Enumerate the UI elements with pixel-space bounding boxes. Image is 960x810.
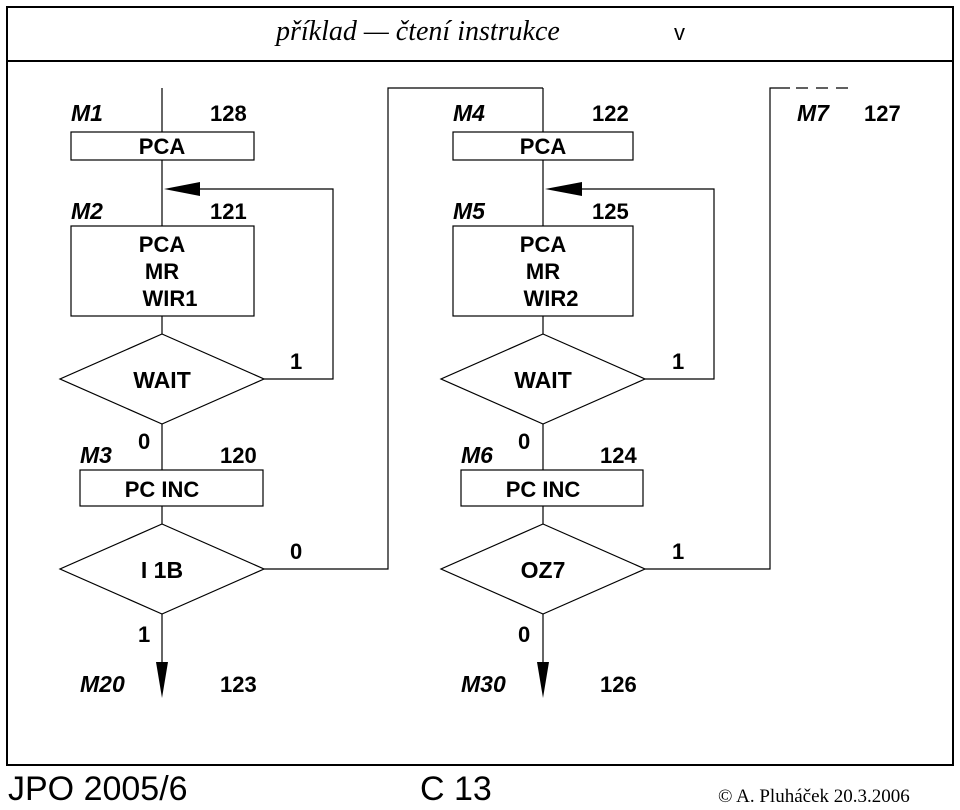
m5-box-line: MR xyxy=(526,259,560,284)
m30-address: 126 xyxy=(600,672,637,697)
footer-slide: C 13 xyxy=(420,770,492,808)
oz7-text: OZ7 xyxy=(521,557,566,583)
m4-address: 122 xyxy=(592,101,629,126)
m4-label: M4 xyxy=(453,100,485,126)
m20-address: 123 xyxy=(220,672,257,697)
m3-box xyxy=(79,469,264,507)
branch-to-m4 xyxy=(264,87,543,570)
m6-label: M6 xyxy=(461,442,493,468)
title-mark: v xyxy=(674,20,685,45)
oz7-branch-down: 0 xyxy=(518,622,530,647)
branch-to-m7 xyxy=(645,87,790,570)
arrowhead-middle-loop xyxy=(545,182,582,196)
wait-branch-left: 1 xyxy=(290,349,302,374)
m6-box xyxy=(460,469,644,507)
m1-address: 128 xyxy=(210,101,247,126)
slide-frame xyxy=(6,6,954,766)
i1b-text: I 1B xyxy=(141,557,183,583)
m2-box-line: MR xyxy=(145,259,179,284)
m1-label: M1 xyxy=(71,100,103,126)
i1b-branch-down: 1 xyxy=(138,622,150,647)
m2-address: 121 xyxy=(210,199,247,224)
m1-box-line: PCA xyxy=(139,134,186,159)
footer-copyright: © A. Pluháček 20.3.2006 xyxy=(718,786,910,807)
arrowhead-down-left xyxy=(156,662,168,698)
wait-loop-left xyxy=(200,188,334,380)
wait-branch-middle: 1 xyxy=(672,349,684,374)
m3-branch-in: 0 xyxy=(138,429,150,454)
m20-label: M20 xyxy=(80,671,125,697)
wait-loop-middle xyxy=(582,188,715,380)
flowchart: M1 128 PCA M2 121 PCA MR WIR1 WAIT 1 0 M… xyxy=(58,87,901,698)
m6-branch-in: 0 xyxy=(518,429,530,454)
arrowhead-down-middle xyxy=(537,662,549,698)
oz7-branch-right: 1 xyxy=(672,539,684,564)
title-bar xyxy=(6,6,954,62)
m5-address: 125 xyxy=(592,199,629,224)
m7-label: M7 xyxy=(797,100,830,126)
m6-box-line: PC INC xyxy=(506,477,581,502)
m2-box-line: PCA xyxy=(139,232,186,257)
m30-label: M30 xyxy=(461,671,506,697)
m5-label: M5 xyxy=(453,198,486,224)
m3-address: 120 xyxy=(220,443,257,468)
m3-label: M3 xyxy=(80,442,112,468)
footer-course: JPO 2005/6 xyxy=(8,770,188,808)
m6-address: 124 xyxy=(600,443,637,468)
m5-box-line: WIR2 xyxy=(524,286,579,311)
wait-text-left: WAIT xyxy=(133,367,191,393)
slide-title: příklad — čtení instrukce xyxy=(276,16,560,47)
m2-label: M2 xyxy=(71,198,103,224)
wait-text-middle: WAIT xyxy=(514,367,572,393)
m5-box-line: PCA xyxy=(520,232,567,257)
i1b-branch-right: 0 xyxy=(290,539,302,564)
m7-address: 127 xyxy=(864,101,901,126)
m2-box-line: WIR1 xyxy=(143,286,198,311)
m4-box-line: PCA xyxy=(520,134,567,159)
arrowhead-left-loop xyxy=(164,182,200,196)
m3-box-line: PC INC xyxy=(125,477,200,502)
